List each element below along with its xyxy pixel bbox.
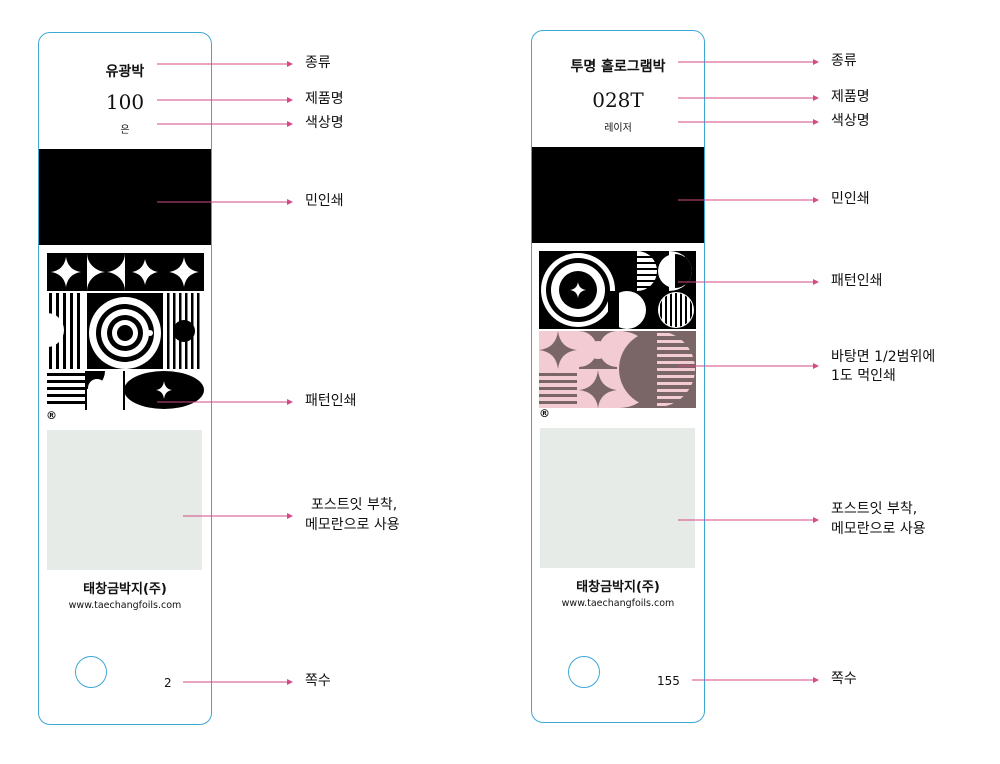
memo-area	[47, 430, 202, 570]
color-name: 은	[120, 125, 130, 136]
product-name: 100	[105, 90, 145, 114]
label-memo-line1: 포스트잇 부착,	[311, 497, 398, 513]
foil-type: 유광박	[105, 64, 145, 80]
label-halftone-line2: 1도 먹인쇄	[831, 368, 896, 384]
product-name: 028T	[592, 88, 644, 112]
label-memo-line2: 메모란으로 사용	[831, 521, 926, 537]
plain-print-block	[532, 147, 704, 243]
swatch-card-left: 유광박 100 은	[38, 32, 212, 725]
label-type: 종류	[831, 53, 857, 69]
company-website: www.taechangfoils.com	[68, 600, 182, 611]
punch-hole	[75, 656, 107, 688]
punch-hole	[568, 656, 600, 688]
color-name: 레이저	[604, 123, 632, 134]
label-page: 쪽수	[305, 673, 331, 689]
label-color: 색상명	[831, 113, 870, 129]
swatch-card-right: 투명 홀로그램박 028T 레이저	[531, 30, 705, 723]
foil-type: 투명 홀로그램박	[570, 59, 666, 75]
registered-mark: ®	[539, 407, 550, 420]
label-pattern-print: 패턴인쇄	[831, 273, 883, 289]
label-type: 종류	[305, 55, 331, 71]
label-product: 제품명	[305, 91, 344, 107]
company-name: 태창금박지(주)	[83, 582, 167, 597]
company-name: 태창금박지(주)	[576, 580, 660, 595]
page-number: 2	[164, 676, 172, 690]
company-website: www.taechangfoils.com	[561, 598, 675, 609]
pattern-print-graphic	[539, 251, 696, 408]
label-halftone-line1: 바탕면 1/2범위에	[831, 349, 936, 365]
label-memo-line1: 포스트잇 부착,	[831, 501, 918, 517]
label-memo-line2: 메모란으로 사용	[305, 517, 400, 533]
registered-mark: ®	[46, 409, 57, 422]
pattern-print-graphic	[47, 253, 204, 410]
label-plain-print: 민인쇄	[305, 193, 344, 209]
label-color: 색상명	[305, 115, 344, 131]
label-page: 쪽수	[831, 671, 857, 687]
label-product: 제품명	[831, 89, 870, 105]
label-pattern-print: 패턴인쇄	[305, 393, 357, 409]
plain-print-block	[39, 149, 211, 245]
label-plain-print: 민인쇄	[831, 191, 870, 207]
memo-area	[540, 428, 695, 568]
page-number: 155	[657, 674, 680, 688]
